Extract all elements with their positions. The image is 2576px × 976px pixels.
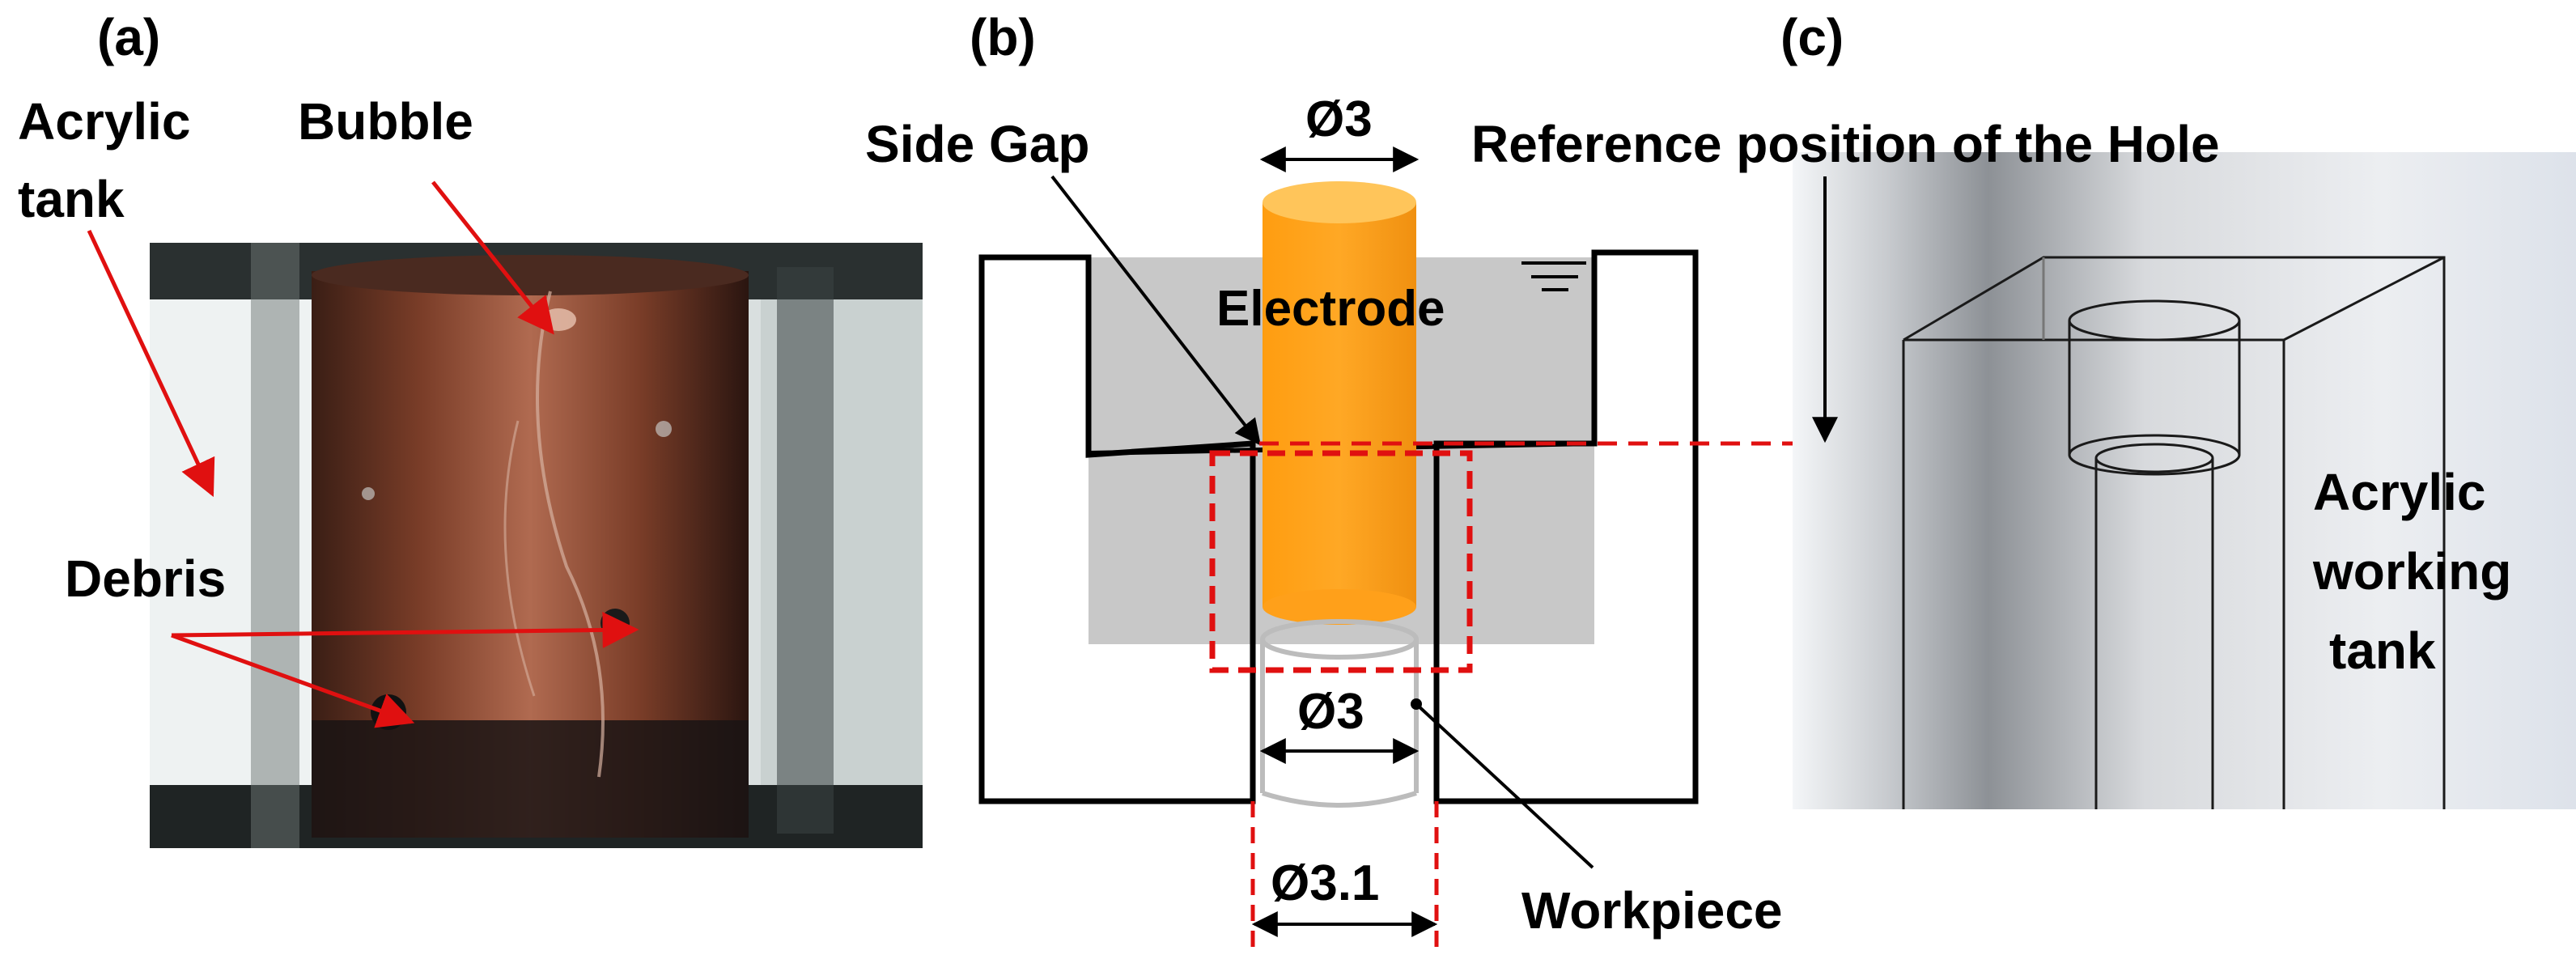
photo-electrode — [312, 255, 749, 838]
side-gap-highlight — [1209, 450, 1473, 673]
debris-arrow-1 — [171, 611, 639, 648]
panel-a-label: (a) — [97, 8, 160, 66]
workpiece-pointer — [1415, 702, 1594, 869]
reference-label: Reference position of the Hole — [1471, 115, 2220, 173]
panel-c: (c) Reference position of the Hole Acryl… — [1471, 8, 2576, 809]
render-background — [1793, 152, 2576, 809]
acrylic-tank-label-line2: tank — [18, 170, 125, 228]
working-tank-label-line1: Acrylic — [2313, 463, 2485, 521]
working-tank-label-line2: working — [2312, 542, 2511, 600]
panel-c-label: (c) — [1780, 8, 1844, 66]
working-tank-label-line3: tank — [2329, 622, 2436, 680]
tank-3d-model — [1902, 256, 2446, 809]
acrylic-tank-label-line1: Acrylic — [18, 92, 190, 151]
water-level-icon — [1521, 261, 1586, 291]
panel-b-label: (b) — [970, 8, 1036, 66]
electrode-label: Electrode — [1216, 281, 1445, 337]
acrylic-tank-arrow — [87, 229, 215, 498]
dia-bottom-label: Ø3.1 — [1271, 855, 1379, 911]
side-gap-arrow — [1050, 175, 1261, 446]
dia-top-label: Ø3 — [1305, 91, 1373, 147]
side-gap-label: Side Gap — [865, 115, 1089, 173]
bubble-arrow — [431, 180, 554, 335]
workpiece-hole — [1260, 619, 1419, 808]
dia-hole-label: Ø3 — [1297, 684, 1364, 740]
panel-a: (a) Acrylic tank Bubble Debris — [18, 8, 923, 848]
bubble-label: Bubble — [298, 92, 473, 151]
electrode — [1263, 181, 1416, 625]
debris-arrow-2 — [171, 633, 415, 728]
panel-b: (b) Electrode Side Gap Ø3 Ø3 — [865, 8, 2072, 952]
workpiece-label: Workpiece — [1521, 881, 1783, 940]
debris-label: Debris — [65, 550, 226, 608]
